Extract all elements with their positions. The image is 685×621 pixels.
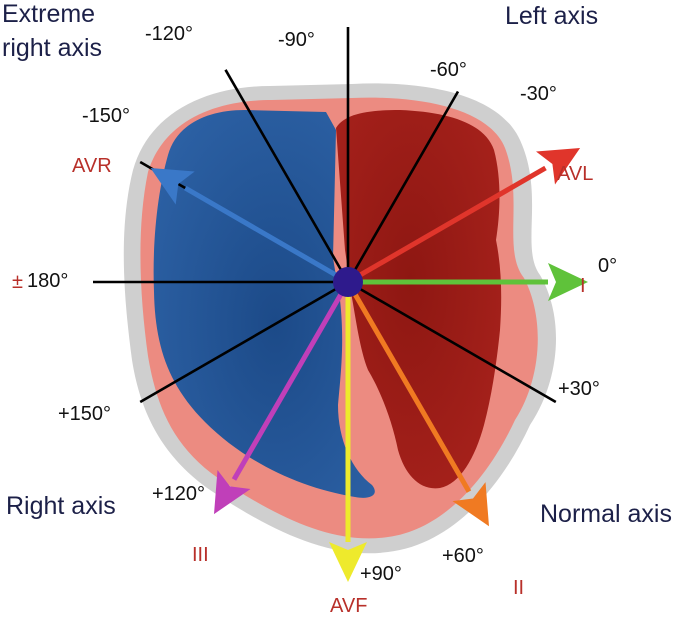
quadrant-label-right: Right axis — [6, 492, 116, 520]
angle-label-minus-30: -30° — [520, 83, 557, 105]
reference-axis-line — [139, 280, 349, 404]
lead-arrow-shaft — [346, 165, 547, 285]
angle-label-plus-60: +60° — [442, 545, 484, 567]
angle-label-minus-60: -60° — [430, 59, 467, 81]
angle-label-0: 0° — [598, 255, 617, 277]
arrow-head-icon — [329, 542, 367, 582]
center-dot — [333, 267, 363, 297]
lead-arrow-avf — [329, 282, 367, 582]
lead-label-ii: II — [513, 577, 524, 599]
lead-arrow-avl — [346, 148, 581, 285]
lead-arrow-avr — [150, 168, 350, 285]
left-ventricle — [336, 110, 502, 489]
angle-label-minus-90: -90° — [278, 29, 315, 51]
angle-label-180: 180° — [27, 270, 68, 292]
lead-arrow-shaft — [231, 280, 351, 481]
lead-label-avl: AVL — [557, 163, 593, 185]
angle-label-plus-120: +120° — [152, 483, 205, 505]
lead-arrow-shaft — [183, 185, 350, 285]
lead-arrow-shaft — [345, 280, 472, 493]
lead-arrow-iii — [214, 280, 351, 515]
arrow-head-icon — [150, 168, 195, 205]
lead-label-avf: AVF — [330, 595, 367, 617]
arrow-head-icon — [548, 263, 588, 301]
angle-label-plus-90: +90° — [360, 563, 402, 585]
heart-illustration — [123, 83, 557, 554]
arrow-head-icon — [452, 482, 489, 527]
angle-label-plus-150: +150° — [58, 403, 111, 425]
lead-arrow-i — [348, 263, 588, 301]
lead-label-i: I — [580, 275, 586, 297]
angle-label-minus-120: -120° — [145, 23, 193, 45]
quadrant-label-extreme-right-line2: right axis — [2, 34, 102, 62]
arrow-head-icon — [536, 148, 581, 185]
lead-arrows — [150, 148, 588, 582]
right-ventricle — [153, 110, 375, 498]
angle-label-plus-30: +30° — [558, 378, 600, 400]
angle-label-pm-symbol: ± — [12, 271, 23, 293]
lead-label-avr: AVR — [72, 155, 112, 177]
reference-axis-line — [346, 90, 460, 283]
quadrant-label-left: Left axis — [505, 2, 598, 30]
angle-label-minus-150: -150° — [82, 105, 130, 127]
lead-arrow-ii — [345, 280, 489, 527]
lead-label-iii: III — [192, 544, 209, 566]
arrow-head-icon — [214, 470, 251, 515]
reference-axis-line — [224, 69, 350, 283]
quadrant-label-extreme-right-line1: Extreme — [2, 0, 95, 28]
reference-axis-line — [347, 280, 557, 404]
quadrant-label-normal: Normal axis — [540, 500, 672, 528]
